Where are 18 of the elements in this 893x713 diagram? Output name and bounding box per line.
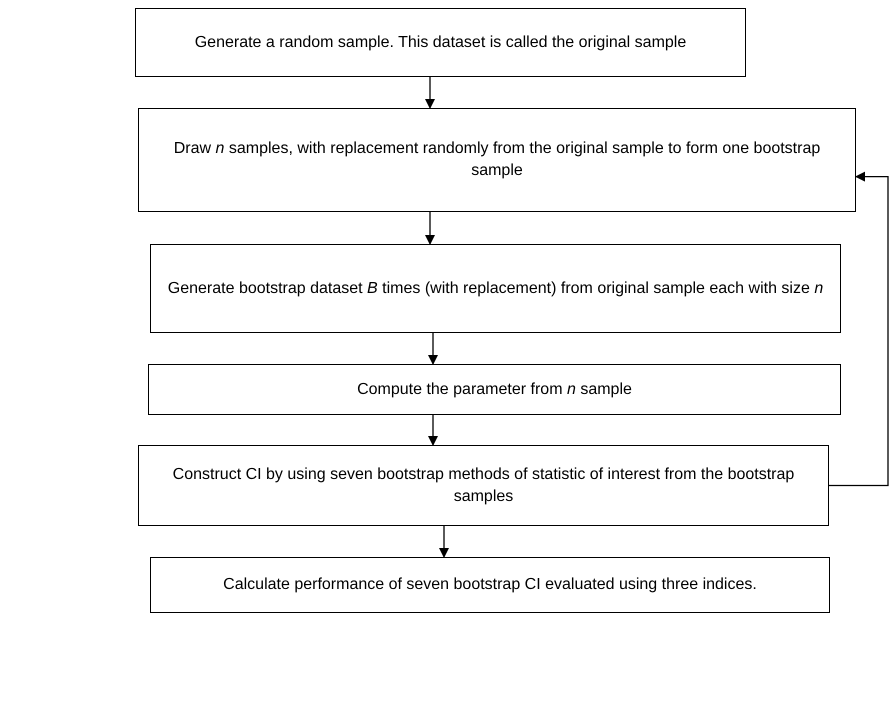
arrow (439, 526, 449, 558)
process-box (150, 557, 830, 613)
arrow (425, 77, 435, 109)
step-text: Generate bootstrap dataset B times (with replacement) from original sample each with size n (168, 278, 824, 298)
arrow (425, 212, 435, 245)
arrow (829, 172, 889, 486)
process-box (150, 244, 841, 333)
step-text: Compute the parameter from n sample (357, 380, 632, 400)
process-box (138, 445, 829, 526)
process-box (135, 8, 746, 77)
arrow (428, 415, 438, 446)
step-text: Draw n samples, with replacement randomly from the original sample to form one bootstrap sample (172, 139, 822, 181)
step-text: Construct CI by using seven bootstrap methods of statistic of interest from the bootstrap samples (172, 464, 796, 506)
process-box (138, 108, 856, 212)
step-text: Calculate performance of seven bootstrap CI evaluated using three indices. (223, 575, 757, 595)
arrow (428, 333, 438, 365)
step-text: Generate a random sample. This dataset is called the original sample (194, 32, 686, 52)
process-box (148, 364, 841, 415)
